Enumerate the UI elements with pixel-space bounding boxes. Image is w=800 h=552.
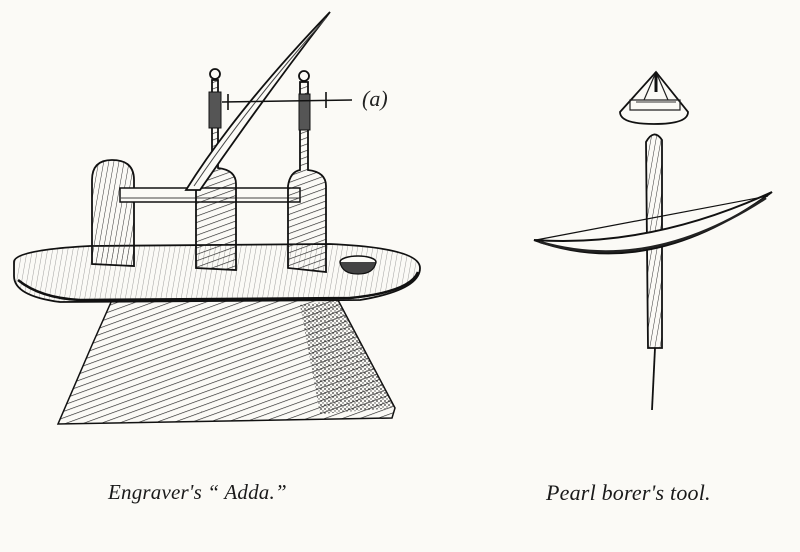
adda-small-dish <box>339 255 377 275</box>
pearl-tool-cap <box>619 70 689 125</box>
adda-right-upright <box>287 81 327 273</box>
adda-left-upright <box>91 159 135 267</box>
caption-engravers-adda: Engraver's “ Adda.” <box>108 480 287 504</box>
annotation-marker-a: (a) <box>362 86 388 111</box>
adda-spindle-line <box>221 99 353 103</box>
pearl-borers-tool-illustration <box>533 70 773 411</box>
engravers-adda-illustration <box>13 11 421 425</box>
caption-pearl-borers-tool: Pearl borer's tool. <box>546 480 711 505</box>
